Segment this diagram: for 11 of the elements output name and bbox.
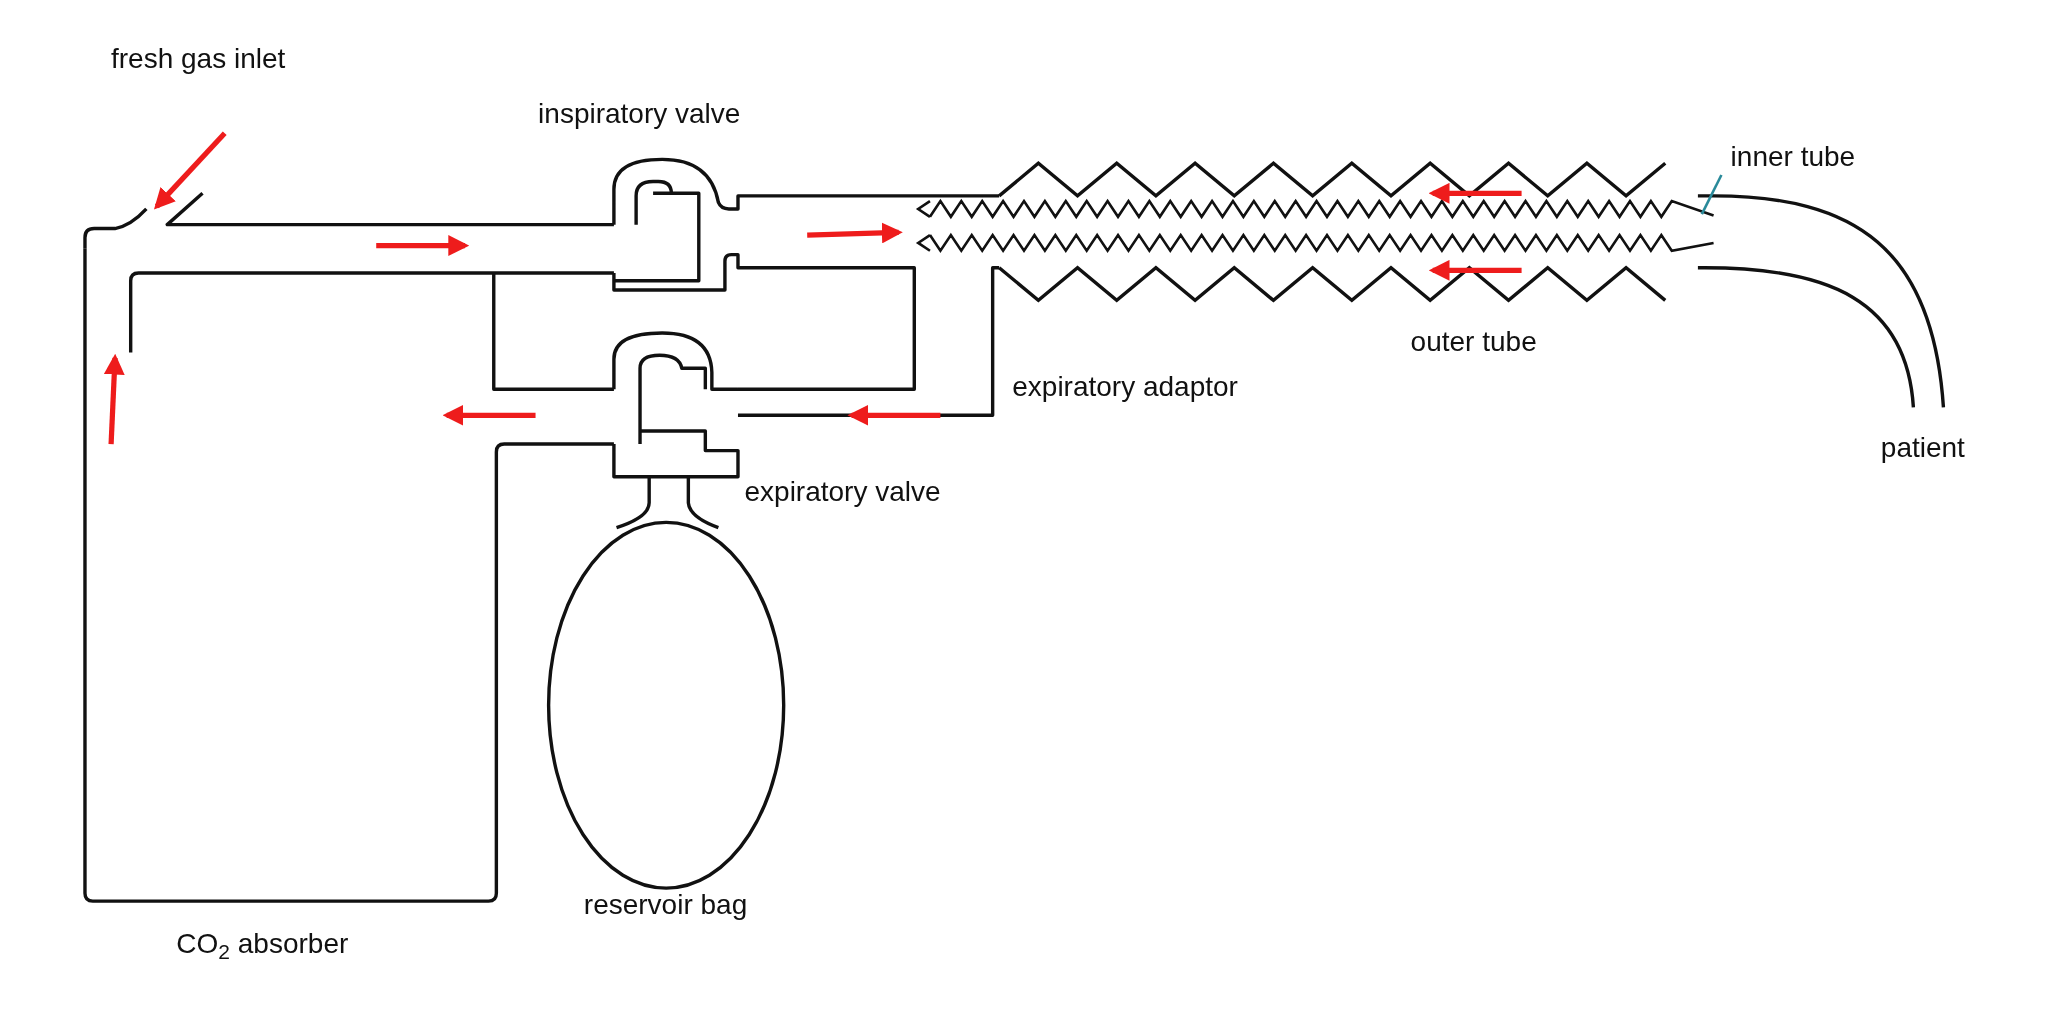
part-label: expiratory valve (744, 475, 941, 510)
part-label: fresh gas inlet (111, 41, 286, 76)
inner-tube-drawing (915, 198, 1715, 254)
leader-line (1700, 174, 1723, 215)
part-label: expiratory adaptor (1012, 369, 1238, 404)
part-label: inner tube (1730, 139, 1856, 174)
part-label: inspiratory valve (538, 96, 741, 131)
part-label: patient (1880, 431, 1965, 465)
part-label: reservoir bag (583, 888, 748, 923)
part-label: CO$_{2}$ absorber (176, 927, 349, 962)
part-label: outer tube (1410, 325, 1537, 360)
